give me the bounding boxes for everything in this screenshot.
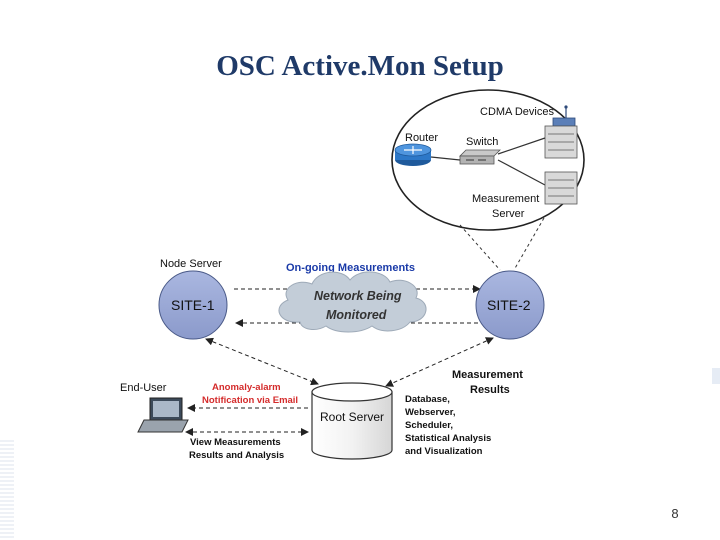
cloud-label-line2: Monitored [326, 308, 387, 322]
decorative-right-mark [712, 368, 720, 384]
slide-title: OSC Active.Mon Setup [216, 50, 504, 82]
laptop-icon [137, 397, 189, 433]
view-label-line2: Results and Analysis [189, 450, 284, 461]
ongoing-measurements-label: On-going Measurements [286, 262, 415, 274]
site2-root-arrow [385, 337, 494, 387]
alarm-label-line2: Notification via Email [202, 395, 298, 406]
measurement-results-line1: Measurement [452, 369, 523, 381]
zoom-line-left [459, 224, 501, 271]
measurement-server-icon [544, 171, 578, 205]
measurement-server-label-line1: Measurement [472, 193, 539, 205]
cdma-devices-label: CDMA Devices [480, 106, 554, 118]
cloud-label-line1: Network Being [314, 289, 402, 303]
switch-label: Switch [466, 136, 498, 148]
switch-cdma-link [497, 137, 546, 155]
db-line-3: Scheduler, [405, 420, 453, 431]
node-server-label: Node Server [160, 258, 222, 270]
root-server-label: Root Server [320, 410, 384, 424]
site1-root-arrow [205, 337, 319, 386]
site2-label: SITE-2 [487, 297, 531, 313]
db-line-2: Webserver, [405, 407, 456, 418]
zoom-line-right [513, 217, 545, 271]
alarm-label-line1: Anomaly-alarm [212, 382, 281, 393]
site1-label: SITE-1 [171, 297, 215, 313]
router-switch-link [430, 156, 461, 161]
site2-node [475, 270, 545, 340]
site1-node [158, 270, 228, 340]
db-line-4: Statistical Analysis [405, 433, 491, 444]
db-line-5: and Visualization [405, 446, 483, 457]
db-line-1: Database, [405, 394, 450, 405]
measurement-results-line2: Results [470, 384, 510, 396]
end-user-label: End-User [120, 382, 167, 394]
router-icon [394, 143, 432, 166]
root-server-cylinder [311, 382, 393, 460]
router-label: Router [405, 132, 438, 144]
switch-server-link [497, 159, 546, 186]
network-cloud [278, 271, 427, 333]
decorative-left-strip [0, 440, 14, 538]
server-tower-icon [544, 125, 578, 159]
view-label-line1: View Measurements [190, 437, 281, 448]
measurement-server-label-line2: Server [492, 208, 525, 220]
page-number: 8 [671, 506, 679, 521]
switch-icon [459, 149, 501, 165]
